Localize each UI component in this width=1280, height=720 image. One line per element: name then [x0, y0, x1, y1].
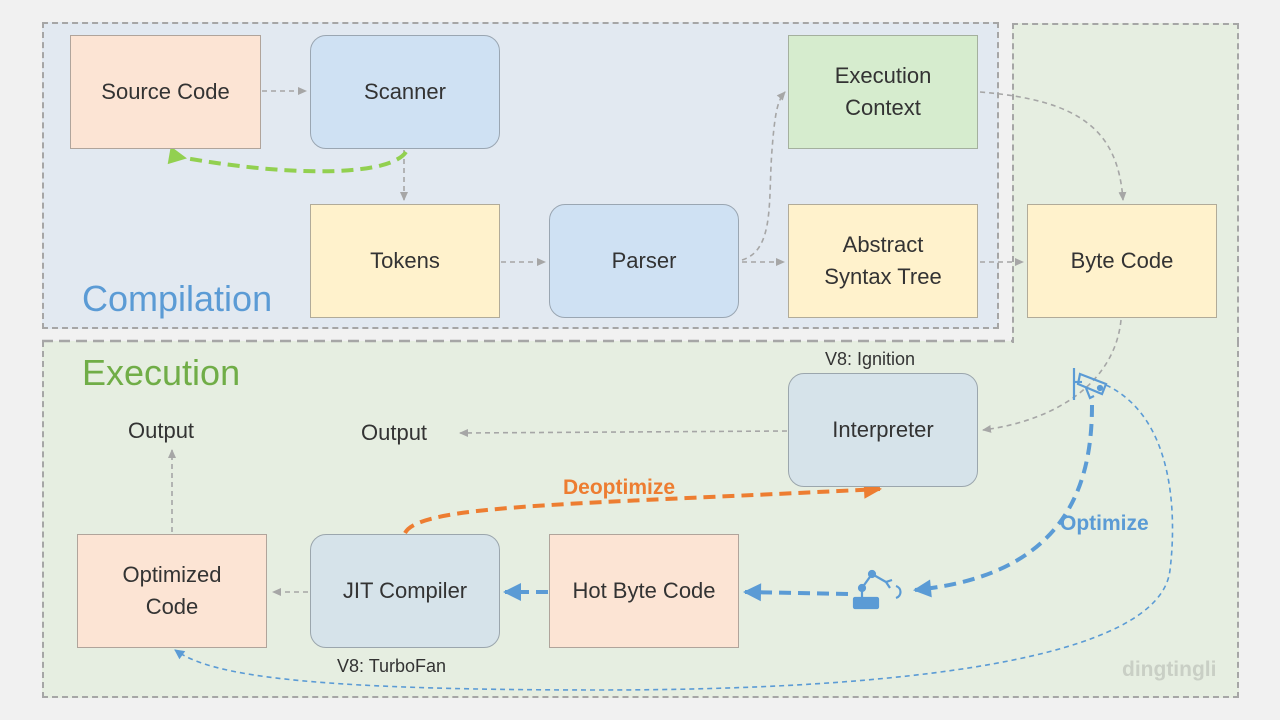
edge-scanner-source-feedback: [167, 146, 408, 174]
optimize-label: Optimize: [1060, 512, 1149, 535]
edge-bytecode-interpreter: [982, 319, 1122, 433]
scanner-node: Scanner: [310, 35, 500, 149]
execution-title: Execution: [82, 352, 241, 393]
watermark: dingtingli: [1122, 658, 1217, 681]
edge-parser-context: [741, 91, 786, 261]
ast-node: Abstract Syntax Tree: [788, 204, 978, 318]
edge-optimize: [913, 404, 1094, 598]
deoptimize-label: Deoptimize: [563, 476, 676, 499]
optimized-code-node: Optimized Code: [77, 534, 267, 648]
robot-arm-icon: [852, 569, 902, 610]
ignition-label: V8: Ignition: [825, 349, 916, 369]
edge-context-bytecode: [979, 91, 1127, 201]
execution-context-node: Execution Context: [788, 35, 978, 149]
hot-byte-code-node: Hot Byte Code: [549, 534, 739, 648]
jit-compiler-node: JIT Compiler: [310, 534, 500, 648]
byte-code-node: Byte Code: [1027, 204, 1217, 318]
compilation-region: [42, 22, 999, 329]
edge-robot-hotbytecode: [743, 583, 849, 602]
bytecode-region: [1012, 23, 1239, 343]
surveillance-camera-icon: [1072, 368, 1108, 400]
parser-node: Parser: [549, 204, 739, 318]
turbofan-label: V8: TurboFan: [337, 656, 447, 676]
edge-interpreter-output: [459, 428, 788, 437]
output-interpreter-label: Output: [361, 420, 428, 445]
output-optimized-label: Output: [128, 418, 195, 443]
compilation-title: Compilation: [82, 278, 273, 319]
interpreter-node: Interpreter: [788, 373, 978, 487]
execution-region: [42, 341, 1239, 698]
source-code-node: Source Code: [70, 35, 261, 149]
edge-camera-optimized: [174, 384, 1174, 691]
tokens-node: Tokens: [310, 204, 500, 318]
